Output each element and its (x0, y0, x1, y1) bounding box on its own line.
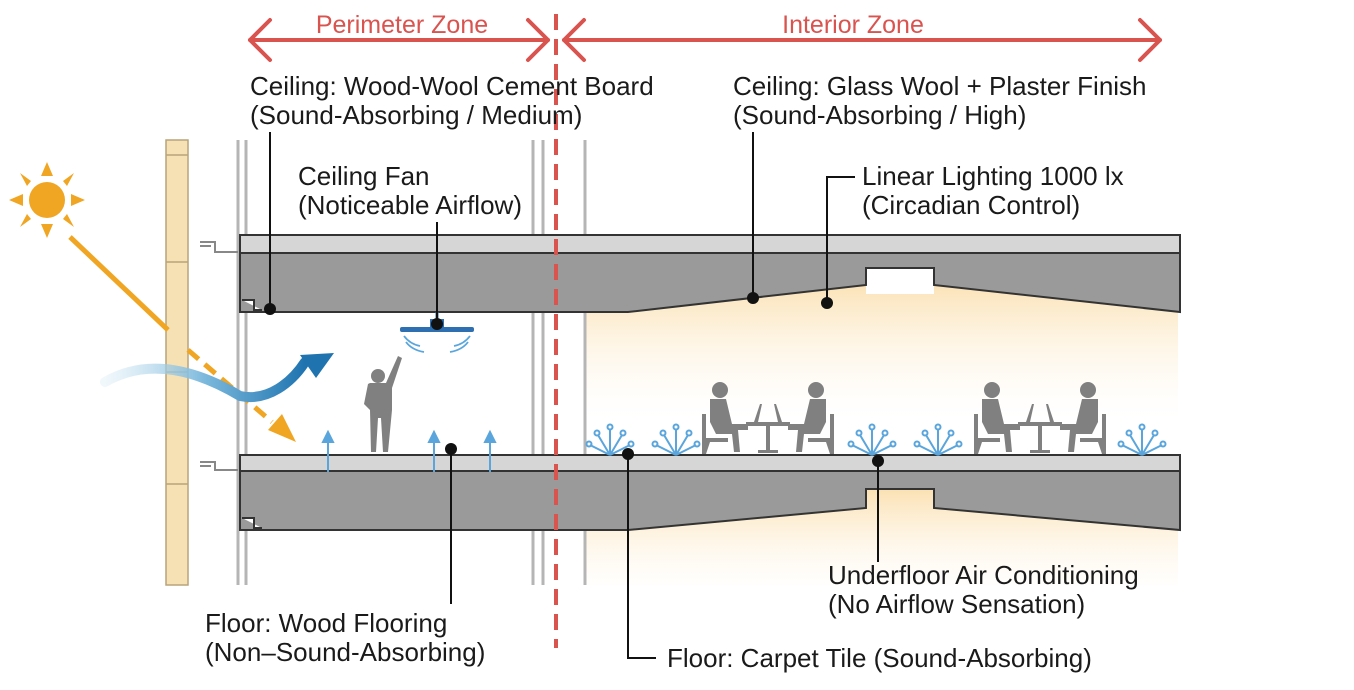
interior-zone-title: Interior Zone (782, 11, 924, 39)
underfloor-ac-label: Underfloor Air Conditioning (No Airflow … (828, 560, 1146, 619)
lower-slab (239, 454, 1181, 532)
exterior-wall (165, 139, 189, 586)
perimeter-zone-title: Perimeter Zone (316, 11, 488, 39)
leader-lines (264, 132, 884, 659)
floor-interior-label: Floor: Carpet Tile (Sound-Absorbing) (667, 643, 1092, 673)
perimeter-zone-arrow (248, 18, 550, 62)
lighting-label: Linear Lighting 1000 lx (Circadian Contr… (862, 161, 1131, 220)
interior-ceiling-glow (586, 285, 1178, 420)
upper-slab (239, 234, 1181, 314)
sun-icon (9, 162, 85, 238)
ceiling-fan-label: Ceiling Fan (Noticeable Airflow) (298, 161, 522, 220)
floor-perimeter-label: Floor: Wood Flooring (Non–Sound-Absorbin… (205, 608, 485, 667)
wind-arrow-icon (100, 353, 334, 403)
interior-zone-arrow (562, 18, 1162, 62)
upward-airflow-icon (321, 429, 497, 472)
ceiling-perimeter-label: Ceiling: Wood-Wool Cement Board (Sound-A… (250, 71, 661, 130)
floor-air-vent-icon (585, 423, 1167, 456)
ceiling-interior-label: Ceiling: Glass Wool + Plaster Finish (So… (733, 71, 1154, 130)
standing-person-icon (364, 356, 402, 452)
